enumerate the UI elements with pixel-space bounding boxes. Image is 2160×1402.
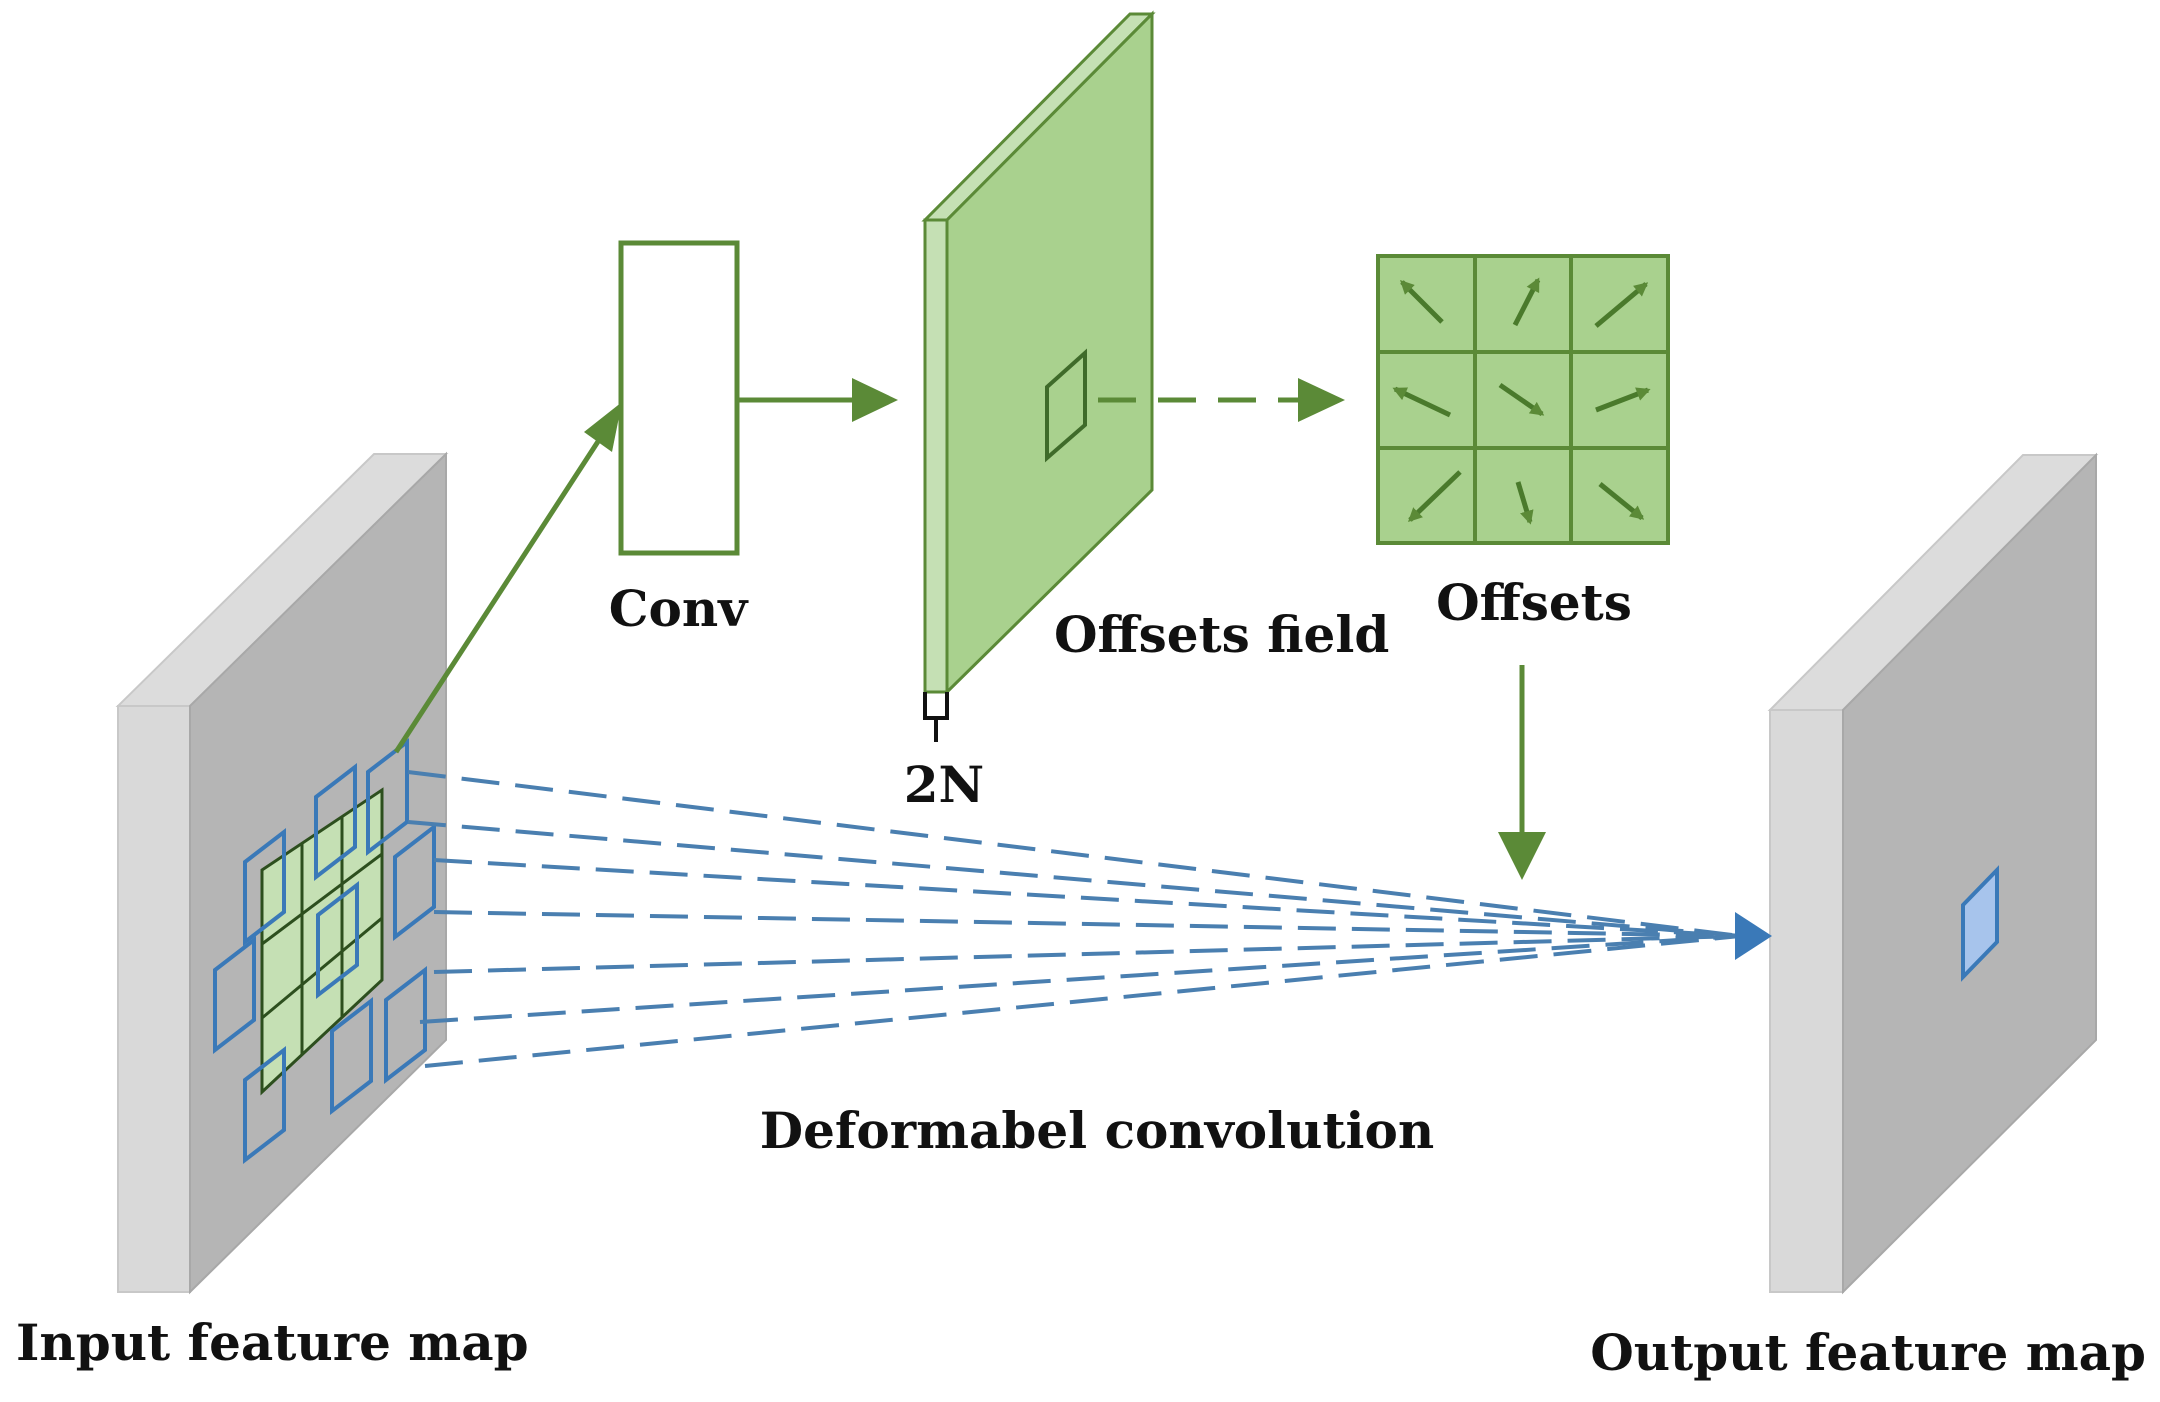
projection-arrowhead bbox=[1735, 912, 1772, 960]
conv-to-field-arrowhead bbox=[852, 378, 898, 422]
conv-block bbox=[618, 240, 740, 556]
2n-label: 2N bbox=[904, 755, 985, 814]
sampling-square bbox=[243, 1045, 286, 1165]
projection-line bbox=[433, 934, 1741, 974]
offset-arrow-icon bbox=[1392, 386, 1452, 418]
output-map-front-face bbox=[1842, 452, 2097, 1295]
offsets-label: Offsets bbox=[1436, 573, 1632, 632]
projection-line bbox=[407, 820, 1741, 938]
offset-arrows bbox=[1392, 277, 1651, 525]
conv-label: Conv bbox=[609, 579, 749, 638]
projection-line bbox=[407, 770, 1741, 938]
offsets-field-label: Offsets field bbox=[1054, 605, 1389, 664]
offset-arrow-icon bbox=[1498, 382, 1545, 417]
projection-lines bbox=[407, 770, 1741, 1068]
offsets-field-slab bbox=[921, 10, 1156, 696]
output-feature-map-label: Output feature map bbox=[1590, 1323, 2146, 1382]
input-to-conv-arrowhead bbox=[584, 402, 622, 452]
offset-arrow-icon bbox=[1407, 470, 1462, 522]
offset-arrow-icon bbox=[1515, 481, 1534, 525]
sampling-grid bbox=[260, 787, 384, 1096]
sampling-square bbox=[330, 996, 373, 1116]
sampling-square bbox=[316, 880, 359, 1000]
input-map-side-face bbox=[117, 705, 191, 1293]
offset-arrow-icon bbox=[1598, 482, 1645, 520]
offsets-field-side bbox=[923, 218, 949, 694]
deformable-convolution-label: Deformabel convolution bbox=[760, 1101, 1435, 1160]
field-to-offsets-arrowhead bbox=[1298, 378, 1345, 422]
offset-arrow-icon bbox=[1595, 387, 1651, 413]
offset-arrow-icon bbox=[1594, 282, 1649, 328]
sampling-square bbox=[366, 737, 409, 857]
output-pixel bbox=[1961, 865, 1999, 982]
sampling-square bbox=[393, 822, 436, 942]
offsets-field-window bbox=[1045, 348, 1087, 463]
projection-line bbox=[433, 910, 1741, 938]
sampling-square bbox=[213, 935, 256, 1055]
grid-line bbox=[261, 852, 383, 946]
output-map-side-face bbox=[1769, 709, 1844, 1293]
sampling-square bbox=[243, 827, 286, 947]
offsets-field-front bbox=[945, 10, 1154, 696]
2n-bracket bbox=[923, 692, 949, 742]
sampling-square bbox=[314, 762, 357, 882]
offset-arrow-icon bbox=[1512, 277, 1541, 327]
projection-line bbox=[419, 934, 1741, 1024]
projection-line bbox=[424, 934, 1741, 1068]
offset-arrow-icon bbox=[1400, 280, 1444, 324]
deformed-sampling-points bbox=[213, 737, 436, 1165]
grid-line bbox=[261, 916, 383, 1020]
input-feature-map-label: Input feature map bbox=[16, 1313, 529, 1372]
sampling-square bbox=[384, 965, 427, 1085]
output-feature-map-block bbox=[1767, 452, 2099, 1295]
offsets-to-output-arrowhead bbox=[1498, 832, 1546, 880]
input-to-conv-arrow bbox=[393, 418, 615, 754]
projection-line bbox=[433, 858, 1741, 938]
2n-bracket-shape bbox=[923, 692, 949, 720]
